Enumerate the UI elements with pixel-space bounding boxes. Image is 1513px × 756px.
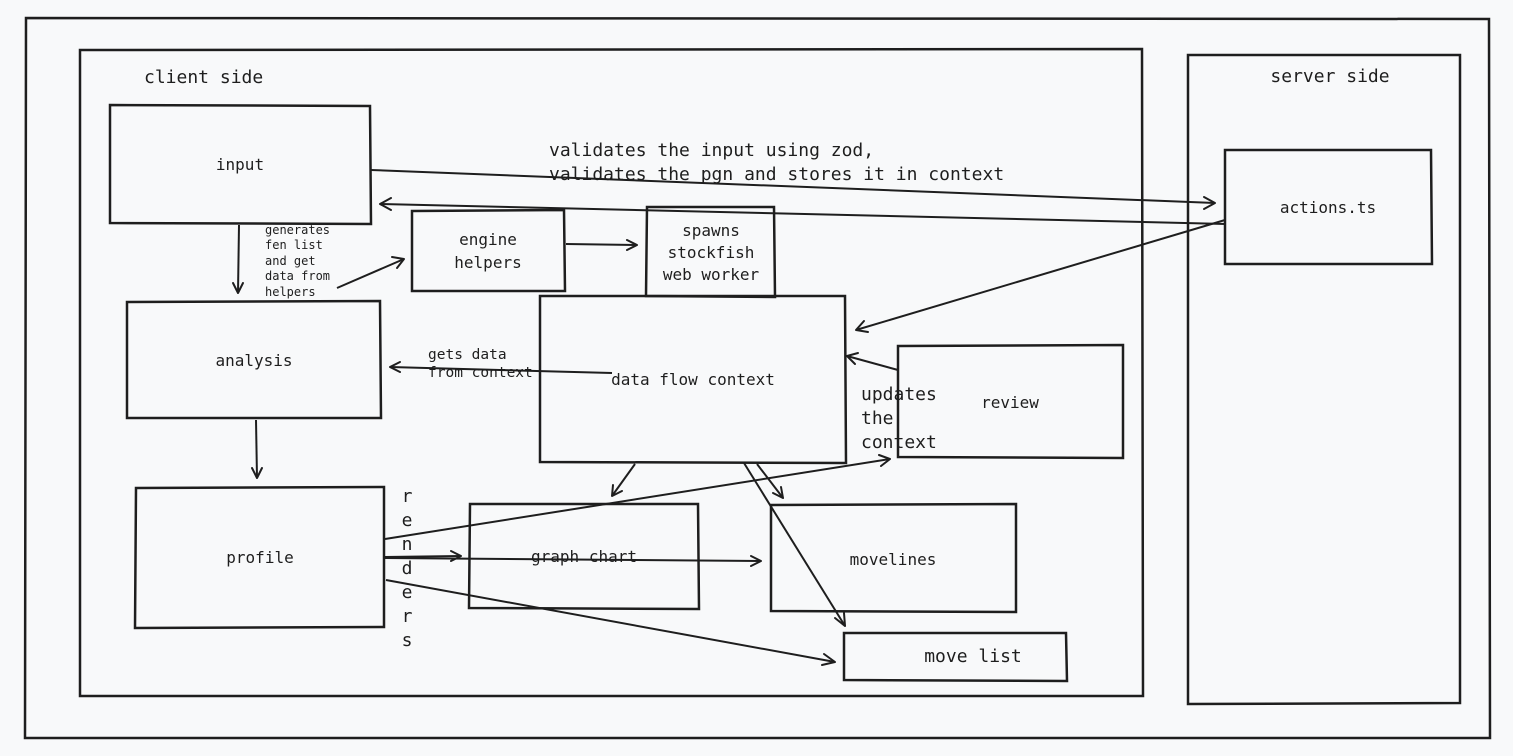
analysis-node: analysis [125, 299, 383, 420]
profile-label: profile [226, 548, 293, 567]
arrow-context-to-graph-chart [611, 463, 636, 497]
server-side-label: server side [1270, 66, 1389, 87]
arrow-input-to-analysis [232, 224, 244, 294]
gets-data-line-2: from context [428, 365, 533, 381]
client-side-container [78, 47, 1145, 698]
input-label: input [216, 155, 264, 174]
renders-char-6: r [402, 606, 413, 627]
arrow-context-to-movelines [756, 463, 784, 499]
renders-char-4: d [402, 558, 413, 579]
arrow-context-to-analysis [389, 361, 613, 374]
renders-char-2: e [402, 510, 413, 531]
graph-chart-label: graph chart [531, 547, 637, 566]
arrow-engine-helpers-to-stockfish [565, 239, 638, 251]
movelines-label: movelines [850, 550, 937, 569]
arrow-input-to-actions [370, 169, 1216, 210]
renders-char-3: n [402, 534, 413, 555]
stockfish-worker-line-3: web worker [663, 265, 760, 284]
generates-line-5: helpers [265, 285, 316, 299]
server-side-container [1186, 53, 1462, 706]
renders-char-5: e [402, 582, 413, 603]
arrow-context-to-move-list [743, 462, 846, 627]
validates-line-2: validates the pgn and stores it in conte… [549, 164, 1004, 185]
arrow-review-to-context [846, 352, 899, 371]
profile-node: profile [133, 485, 386, 630]
graph-chart-node: graph chart [467, 502, 701, 611]
stockfish-worker-line-2: stockfish [668, 243, 755, 262]
input-node: input [108, 103, 373, 226]
engine-helpers-node: engine helpers [410, 208, 567, 293]
renders-char-7: s [402, 630, 413, 651]
renders-label: r e n d e r s [402, 486, 413, 651]
data-flow-context-label: data flow context [611, 370, 775, 389]
updates-label: updates the context [861, 384, 937, 453]
arrow-analysis-to-profile [251, 419, 263, 479]
actions-ts-node: actions.ts [1223, 148, 1434, 266]
arrow-actions-to-context [855, 219, 1226, 333]
gets-data-line-1: gets data [428, 347, 507, 363]
data-flow-context-node: data flow context [538, 294, 848, 465]
stockfish-worker-line-1: spawns [682, 221, 740, 240]
generates-label: generates fen list and get data from hel… [265, 223, 330, 299]
engine-helpers-line-1: engine [459, 230, 517, 249]
review-node: review [896, 343, 1125, 460]
actions-ts-label: actions.ts [1280, 198, 1376, 217]
arrow-profile-to-review [384, 454, 891, 540]
arrow-profile-to-movelines [384, 555, 762, 567]
client-side-label: client side [144, 67, 263, 88]
updates-line-3: context [861, 432, 937, 453]
movelines-node: movelines [769, 502, 1018, 614]
validates-line-1: validates the input using zod, [549, 140, 874, 161]
move-list-label: move list [924, 646, 1022, 667]
engine-helpers-line-2: helpers [454, 253, 521, 272]
stockfish-worker-node: spawns stockfish web worker [644, 205, 777, 299]
validates-label: validates the input using zod, validates… [549, 140, 1004, 185]
review-label: review [981, 393, 1039, 412]
gets-data-label: gets data from context [428, 347, 533, 381]
arrow-profile-to-move-list [385, 579, 836, 666]
generates-line-3: and get [265, 254, 316, 268]
generates-line-1: generates [265, 223, 330, 237]
renders-char-1: r [402, 486, 413, 507]
move-list-node: move list [842, 631, 1069, 683]
arrow-analysis-to-engine-helpers [336, 256, 405, 289]
arrow-actions-to-input [379, 197, 1227, 225]
generates-line-2: fen list [265, 238, 323, 252]
updates-line-2: the [861, 408, 894, 429]
analysis-label: analysis [215, 351, 292, 370]
outer-frame [23, 16, 1492, 740]
updates-line-1: updates [861, 384, 937, 405]
generates-line-4: data from [265, 269, 330, 283]
